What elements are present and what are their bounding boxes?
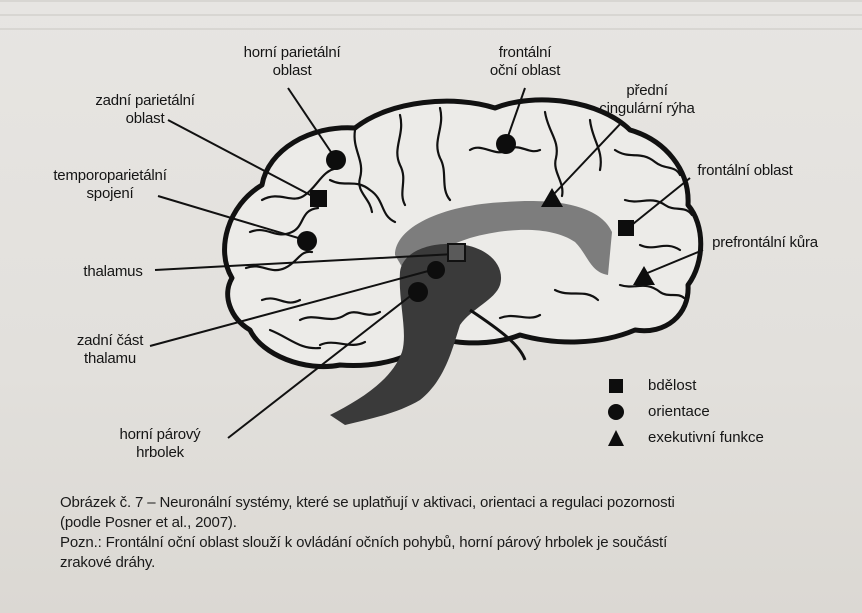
label-frontalni-oblast: frontální oblast [680,162,810,180]
label-line: přední [572,82,722,100]
circle-marker-horni-parietalni [326,150,346,170]
figure-caption: Obrázek č. 7 – Neuronální systémy, které… [60,493,850,573]
label-line: frontální [470,44,580,62]
label-line: hrbolek [100,444,220,462]
legend-label: exekutivní funkce [648,428,764,448]
label-horni-parietalni: horní parietální oblast [232,44,352,80]
circle-icon [608,404,624,420]
label-line: oblast [75,110,215,128]
legend-label: bdělost [648,376,696,396]
label-line: oblast [232,62,352,80]
caption-source: (podle Posner et al., 2007). [60,513,850,533]
legend-label: orientace [648,402,710,422]
circle-marker-temporoparietalni [297,231,317,251]
label-line: temporoparietální [35,167,185,185]
label-line: prefrontální kůra [700,234,830,252]
square-icon [608,378,624,394]
circle-marker-thalamus [427,261,445,279]
caption-title: Obrázek č. 7 – Neuronální systémy, které… [60,493,850,513]
label-temporoparietalni: temporoparietální spojení [35,167,185,203]
label-line: horní párový [100,426,220,444]
label-thalamus: thalamus [68,263,158,281]
label-line: thalamus [68,263,158,281]
label-line: thalamu [60,350,160,368]
circle-marker-horni-parovy [408,282,428,302]
triangle-icon [608,430,624,446]
label-zadni-cast-thalamu: zadní část thalamu [60,332,160,368]
caption-note-line-2: zrakové dráhy. [60,553,850,573]
label-line: horní parietální [232,44,352,62]
label-frontalni-ocni: frontální oční oblast [470,44,580,80]
label-line: cingulární rýha [572,100,722,118]
square-marker-zadni-parietalni [310,190,327,207]
label-line: zadní část [60,332,160,350]
label-line: oční oblast [470,62,580,80]
square-marker-thalamus [448,244,465,261]
circle-marker-frontalni-ocni [496,134,516,154]
caption-note-line-1: Pozn.: Frontální oční oblast slouží k ov… [60,533,850,553]
label-zadni-parietalni: zadní parietální oblast [75,92,215,128]
label-line: zadní parietální [75,92,215,110]
label-predni-cingularni: přední cingulární rýha [572,82,722,118]
label-line: spojení [35,185,185,203]
square-marker-frontalni [618,220,634,236]
label-prefrontalni: prefrontální kůra [700,234,830,252]
label-line: frontální oblast [680,162,810,180]
label-horni-parovy-hrbolek: horní párový hrbolek [100,426,220,462]
